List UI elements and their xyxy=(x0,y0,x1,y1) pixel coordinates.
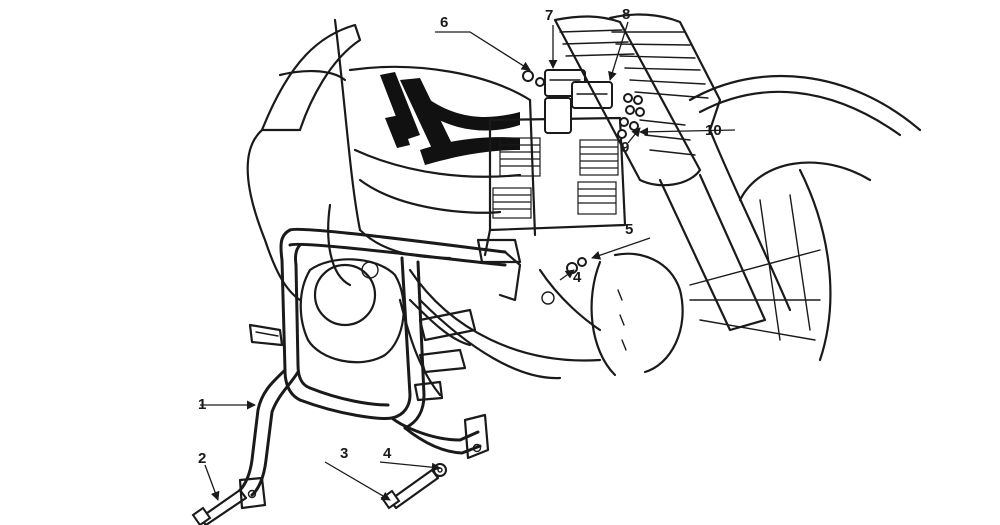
callout-4-lower: 4 xyxy=(383,445,392,462)
radiator-housing xyxy=(483,116,627,257)
callout-2: 2 xyxy=(198,450,206,467)
fairing-decal xyxy=(380,72,520,165)
callout-9: 9 xyxy=(621,139,629,156)
callout-7: 7 xyxy=(545,7,553,24)
callout-labels: 1 2 3 4 4 5 6 7 8 9 10 xyxy=(198,6,722,467)
callout-8: 8 xyxy=(622,6,630,23)
callout-4-upper: 4 xyxy=(573,269,582,286)
front-wheel xyxy=(590,74,922,377)
radiator-grille xyxy=(492,137,619,219)
bolt-part-2 xyxy=(191,488,248,525)
callout-1: 1 xyxy=(198,396,206,413)
bolt-part-3 xyxy=(380,468,440,510)
headlight xyxy=(299,258,477,402)
washer-part-4-lower xyxy=(433,463,447,477)
callout-5: 5 xyxy=(625,221,633,238)
fork-boots xyxy=(553,13,792,332)
callout-3: 3 xyxy=(340,445,348,462)
callout-10: 10 xyxy=(705,122,722,139)
crash-bar xyxy=(238,227,555,510)
leader-lines xyxy=(200,21,736,501)
callout-6: 6 xyxy=(440,14,448,31)
upper-mounting-brackets xyxy=(522,69,645,139)
